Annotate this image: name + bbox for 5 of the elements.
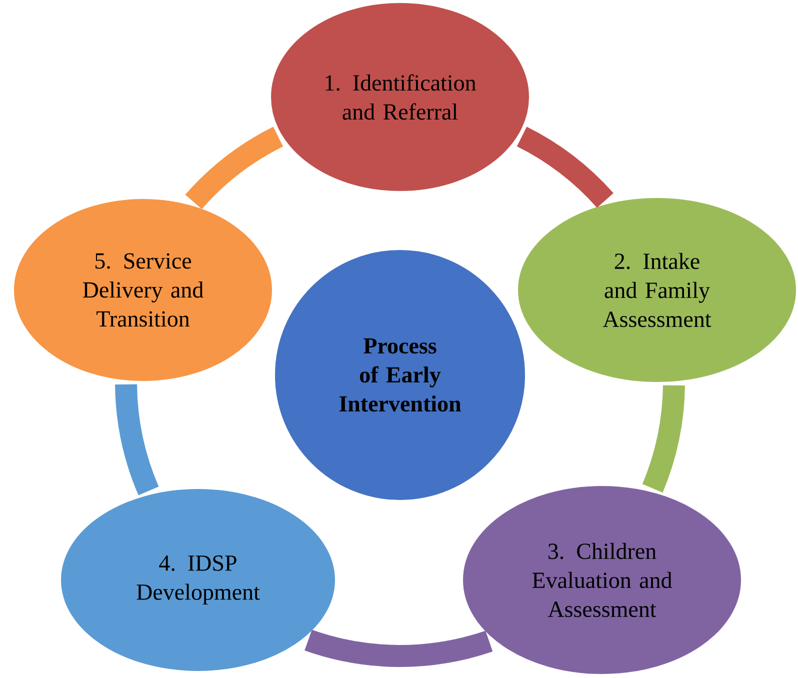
arc-connector — [185, 126, 284, 210]
arc-connector — [115, 384, 159, 496]
arc-connector — [304, 630, 492, 667]
arc-connector — [516, 126, 614, 208]
arc-connector — [642, 385, 685, 492]
